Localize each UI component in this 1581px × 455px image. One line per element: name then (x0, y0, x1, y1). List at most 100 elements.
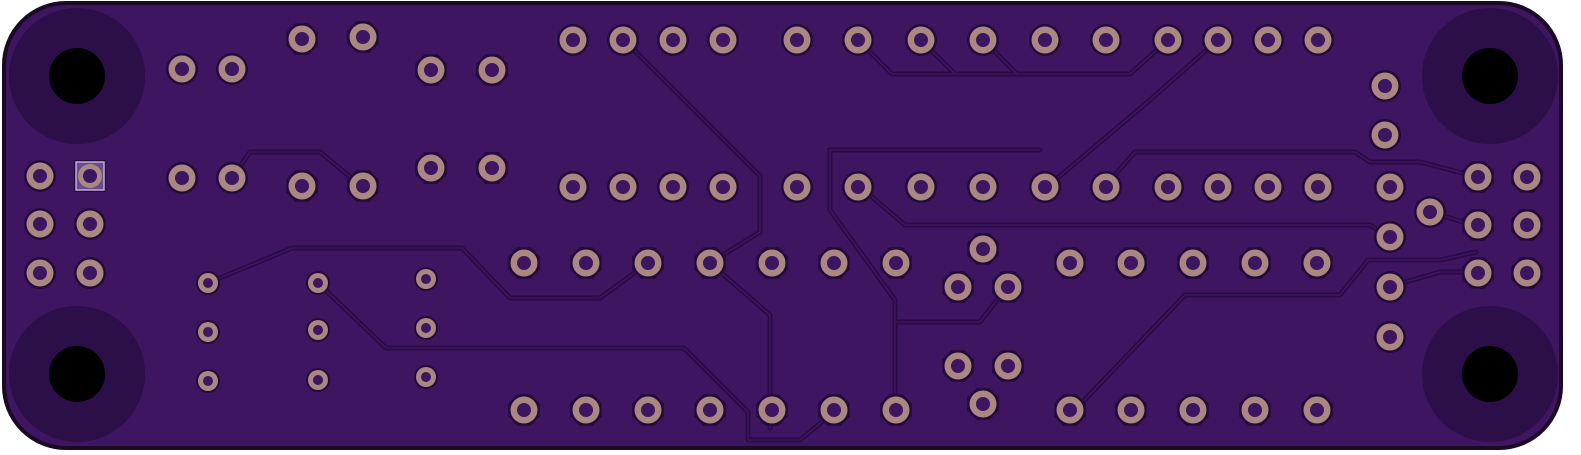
pad (992, 271, 1024, 303)
pad (781, 171, 813, 203)
pad (756, 247, 788, 279)
pad (632, 247, 664, 279)
pad (657, 24, 689, 56)
pad (286, 170, 318, 202)
pad (781, 24, 813, 56)
pad (1511, 209, 1543, 241)
pad (1090, 171, 1122, 203)
pad (347, 170, 379, 202)
pad (476, 152, 508, 184)
pad (196, 271, 220, 295)
pad (694, 247, 726, 279)
pad (74, 257, 106, 289)
pad (1302, 171, 1334, 203)
pad (607, 171, 639, 203)
pad (1374, 271, 1406, 303)
pad (905, 171, 937, 203)
pad (196, 369, 220, 393)
mount-hole-bottom-left (49, 346, 105, 402)
pad (1302, 24, 1334, 56)
pad (1115, 247, 1147, 279)
pad (306, 368, 330, 392)
pad (942, 271, 974, 303)
pad (1369, 119, 1401, 151)
pad (570, 247, 602, 279)
pad (1029, 171, 1061, 203)
pad (1029, 24, 1061, 56)
pads-layer (24, 21, 1543, 426)
pad (707, 24, 739, 56)
mount-hole-top-left (49, 48, 105, 104)
pad (992, 350, 1024, 382)
pad (306, 271, 330, 295)
pad (216, 162, 248, 194)
pad (1152, 24, 1184, 56)
pad (967, 171, 999, 203)
pad (1252, 24, 1284, 56)
pad (1374, 321, 1406, 353)
pad (1462, 209, 1494, 241)
pad (476, 54, 508, 86)
mount-hole-bottom-right (1462, 346, 1518, 402)
pad (24, 208, 56, 240)
pad (818, 247, 850, 279)
pad (1301, 247, 1333, 279)
pad (414, 316, 438, 340)
pad (842, 171, 874, 203)
mount-hole-top-right (1462, 48, 1518, 104)
pad (557, 24, 589, 56)
pad (942, 350, 974, 382)
pad (756, 394, 788, 426)
pad (1374, 221, 1406, 253)
pad (557, 171, 589, 203)
pad (415, 54, 447, 86)
pad (880, 394, 912, 426)
pad (347, 21, 379, 53)
pad (1511, 257, 1543, 289)
pad (24, 160, 56, 192)
pad (414, 365, 438, 389)
pad (632, 394, 664, 426)
pad (657, 171, 689, 203)
pad (967, 388, 999, 420)
pad (1054, 394, 1086, 426)
pad (1090, 24, 1122, 56)
pad (967, 233, 999, 265)
pad (694, 394, 726, 426)
pad (414, 267, 438, 291)
pad (1152, 171, 1184, 203)
pad (286, 23, 318, 55)
pad (1115, 394, 1147, 426)
pad (880, 247, 912, 279)
pad (707, 171, 739, 203)
pad (74, 160, 106, 192)
mounting-holes (49, 48, 1518, 402)
pad (166, 162, 198, 194)
pad (415, 152, 447, 184)
pad (967, 24, 999, 56)
pad (818, 394, 850, 426)
pad (1239, 394, 1271, 426)
pad (905, 24, 937, 56)
pad (306, 318, 330, 342)
pad (508, 394, 540, 426)
pad (1054, 247, 1086, 279)
pad (1462, 257, 1494, 289)
pad (166, 53, 198, 85)
pad (24, 257, 56, 289)
pad (1374, 171, 1406, 203)
pad (196, 320, 220, 344)
pad (842, 24, 874, 56)
pad (1462, 161, 1494, 193)
pad (1301, 394, 1333, 426)
pad (1239, 247, 1271, 279)
board-outline (2, 1, 1563, 450)
pad (1177, 247, 1209, 279)
pad (1202, 171, 1234, 203)
pad (1511, 161, 1543, 193)
pad (607, 24, 639, 56)
pad (570, 394, 602, 426)
pad (1414, 196, 1446, 228)
pad (216, 53, 248, 85)
